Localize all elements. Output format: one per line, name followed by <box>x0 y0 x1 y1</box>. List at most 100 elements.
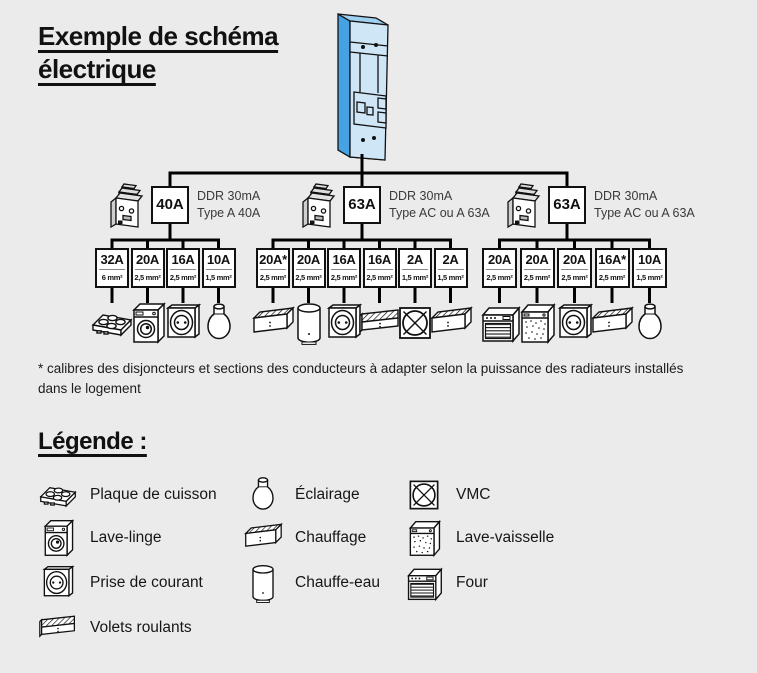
bulb-icon <box>197 301 241 345</box>
footnote: * calibres des disjoncteurs et sections … <box>38 361 684 396</box>
breaker-amp: 2A <box>442 252 459 267</box>
breaker-box: 20A 2,5 mm² <box>557 248 592 288</box>
ddr-label: DDR 30mA Type A 40A <box>197 188 260 222</box>
breaker-wire-section: 2,5 mm² <box>598 273 626 282</box>
legend-label: Chauffage <box>295 529 367 546</box>
bulb-icon <box>628 301 672 345</box>
legend-label: Plaque de cuisson <box>90 486 217 503</box>
divider <box>99 269 125 270</box>
legend-label: VMC <box>456 486 491 503</box>
ddr-label-line-1: DDR 30mA <box>594 189 658 203</box>
breaker-box: 20A 2,5 mm² <box>130 248 165 288</box>
breaker-wire-section: 2,5 mm² <box>169 273 197 282</box>
breaker-wire-section: 2,5 mm² <box>295 273 322 282</box>
washing-machine-icon <box>38 518 78 558</box>
page-title: Exemple de schéma électrique <box>38 20 279 86</box>
breaker-wire-section: 1,5 mm² <box>401 273 429 282</box>
cooktop-icon <box>38 475 78 515</box>
divider <box>331 269 357 270</box>
legend-label: Lave-vaisselle <box>456 529 555 546</box>
legend-title: Légende : <box>38 428 147 456</box>
divider <box>598 269 626 270</box>
breaker-wire-section: 2,5 mm² <box>561 273 588 282</box>
breaker-wire-section: 2,5 mm² <box>259 273 287 282</box>
breaker-box: 20A 2,5 mm² <box>482 248 517 288</box>
breaker-amp: 20A <box>297 252 320 267</box>
ddr-device-icon <box>504 180 544 232</box>
breaker-wire-section: 1,5 mm² <box>437 273 464 282</box>
outlet-icon <box>38 563 78 603</box>
ddr-label-line-2: Type AC ou A 63A <box>389 206 490 220</box>
vmc-icon <box>404 475 444 515</box>
ddr-rating-box: 40A <box>151 186 189 224</box>
breaker-wire-section: 6 mm² <box>101 273 123 282</box>
breaker-amp: 20A <box>525 252 549 267</box>
breaker-box: 20A 2,5 mm² <box>519 248 555 288</box>
breaker-wire-section: 2,5 mm² <box>523 273 551 282</box>
divider <box>636 269 663 270</box>
divider <box>205 269 232 270</box>
divider <box>260 269 286 270</box>
legend-item: Chauffe-eau <box>243 562 380 604</box>
heater-icon <box>429 301 473 345</box>
legend-label: Four <box>456 574 488 591</box>
breaker-box: 16A 2,5 mm² <box>362 248 397 288</box>
breaker-box: 16A 2,5 mm² <box>166 248 200 288</box>
legend-item: Volets roulants <box>38 607 192 649</box>
breaker-box: 16A 2,5 mm² <box>327 248 361 288</box>
breaker-wire-section: 2,5 mm² <box>330 273 358 282</box>
ddr-device-icon <box>299 180 339 232</box>
divider <box>134 269 161 270</box>
breaker-box: 10A 1,5 mm² <box>201 248 236 288</box>
ddr-label-line-2: Type AC ou A 63A <box>594 206 695 220</box>
legend-item: VMC <box>404 474 490 516</box>
wiring-lines <box>110 154 651 303</box>
title-line-1: Exemple de schéma <box>38 21 279 51</box>
breaker-amp: 16A* <box>598 252 626 267</box>
divider <box>486 269 513 270</box>
title-line-2: électrique <box>38 54 156 84</box>
breaker-box: 20A 2,5 mm² <box>291 248 326 288</box>
breaker-box: 2A 1,5 mm² <box>398 248 432 288</box>
divider <box>561 269 588 270</box>
breaker-amp: 16A <box>368 252 391 267</box>
ddr-label-line-2: Type A 40A <box>197 206 261 220</box>
divider <box>366 269 393 270</box>
ddr-label-line-1: DDR 30mA <box>389 189 453 203</box>
legend-item: Éclairage <box>243 474 360 516</box>
breaker-amp: 10A <box>638 252 661 267</box>
heater-icon <box>243 518 283 558</box>
legend-item: Plaque de cuisson <box>38 474 217 516</box>
breaker-wire-section: 2,5 mm² <box>134 273 161 282</box>
legend-item: Four <box>404 562 488 604</box>
ddr-rating-box: 63A <box>343 186 381 224</box>
breaker-box: 32A 6 mm² <box>95 248 129 288</box>
divider <box>402 269 428 270</box>
breaker-amp: 20A <box>488 252 511 267</box>
breaker-amp: 10A <box>207 252 230 267</box>
legend-item: Chauffage <box>243 517 366 559</box>
breaker-amp: 20A <box>136 252 159 267</box>
breaker-wire-section: 2,5 mm² <box>366 273 393 282</box>
breaker-wire-section: 2,5 mm² <box>486 273 513 282</box>
breaker-box: 16A* 2,5 mm² <box>594 248 630 288</box>
breaker-amp: 20A* <box>259 252 287 267</box>
ddr-rating-box: 63A <box>548 186 586 224</box>
legend-title-text: Légende : <box>38 428 147 455</box>
water-heater-icon <box>243 563 283 603</box>
breaker-amp: 16A <box>171 252 195 267</box>
divider <box>437 269 464 270</box>
ddr-label-line-1: DDR 30mA <box>197 189 261 203</box>
shutters-icon <box>38 608 78 648</box>
legend-label: Prise de courant <box>90 574 203 591</box>
ddr-label: DDR 30mA Type AC ou A 63A <box>594 188 695 222</box>
legend-label: Éclairage <box>295 486 360 503</box>
legend-item: Lave-linge <box>38 517 162 559</box>
breaker-amp: 2A <box>406 252 424 267</box>
legend-label: Chauffe-eau <box>295 574 381 591</box>
divider <box>295 269 322 270</box>
dishwasher-icon <box>404 518 444 558</box>
breaker-amp: 16A <box>332 252 356 267</box>
breaker-box: 10A 1,5 mm² <box>632 248 667 288</box>
bulb-icon <box>243 475 283 515</box>
